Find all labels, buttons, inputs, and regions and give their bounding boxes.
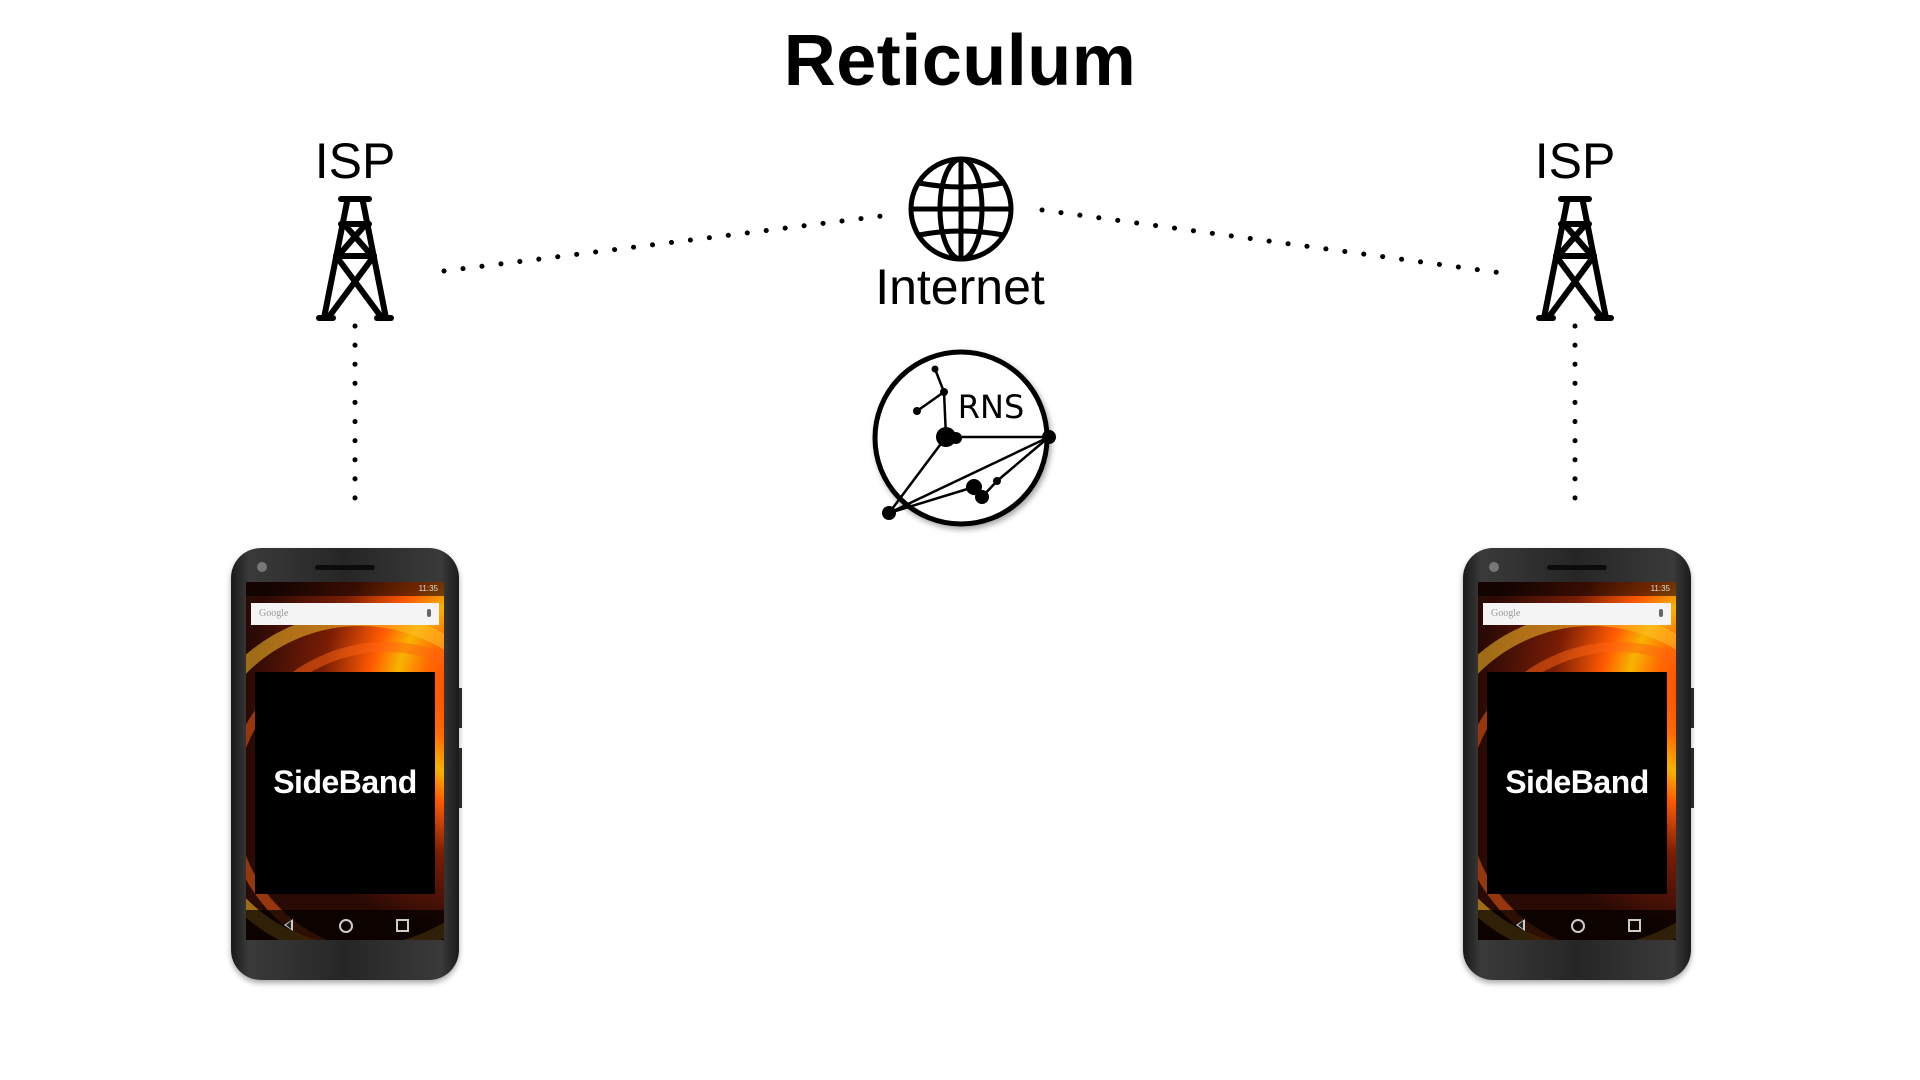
front-camera bbox=[1489, 562, 1499, 572]
recent-apps-icon[interactable] bbox=[396, 919, 409, 932]
volume-button bbox=[459, 688, 462, 728]
status-bar-time: 11:35 bbox=[246, 582, 444, 596]
sideband-app-tile[interactable]: SideBand bbox=[1487, 672, 1667, 894]
internet-label: Internet bbox=[875, 259, 1045, 315]
search-placeholder: Google bbox=[259, 608, 289, 619]
sideband-app-tile[interactable]: SideBand bbox=[255, 672, 435, 894]
phone-right: 11:35 Google SideBand bbox=[1463, 548, 1694, 980]
radio-tower-icon bbox=[1536, 196, 1614, 321]
recent-apps-icon[interactable] bbox=[1628, 919, 1641, 932]
home-icon[interactable] bbox=[339, 919, 353, 933]
isp-right-label: ISP bbox=[1534, 133, 1616, 189]
rns-logo-text: RNS bbox=[958, 388, 1024, 426]
back-icon[interactable] bbox=[1516, 919, 1525, 931]
phone-screen: 11:35 Google SideBand bbox=[246, 582, 444, 940]
app-label: SideBand bbox=[273, 764, 417, 800]
mic-icon[interactable] bbox=[1659, 609, 1663, 617]
search-bar[interactable]: Google bbox=[1483, 603, 1671, 625]
nav-bar bbox=[1478, 910, 1676, 940]
power-button bbox=[459, 748, 462, 808]
radio-tower-icon bbox=[316, 196, 394, 321]
front-camera bbox=[257, 562, 267, 572]
phone-left: 11:35 Google SideBand bbox=[231, 548, 462, 980]
earpiece-speaker bbox=[315, 565, 375, 570]
isp-left-label: ISP bbox=[314, 133, 396, 189]
globe-icon bbox=[908, 156, 1014, 262]
mic-icon[interactable] bbox=[427, 609, 431, 617]
app-label: SideBand bbox=[1505, 764, 1649, 800]
power-button bbox=[1691, 748, 1694, 808]
earpiece-speaker bbox=[1547, 565, 1607, 570]
rns-network-logo: RNS bbox=[872, 349, 1056, 527]
phone-screen: 11:35 Google SideBand bbox=[1478, 582, 1676, 940]
nav-bar bbox=[246, 910, 444, 940]
status-bar-time: 11:35 bbox=[1478, 582, 1676, 596]
page-title: Reticulum bbox=[783, 21, 1137, 101]
back-icon[interactable] bbox=[284, 919, 293, 931]
home-icon[interactable] bbox=[1571, 919, 1585, 933]
search-placeholder: Google bbox=[1491, 608, 1521, 619]
search-bar[interactable]: Google bbox=[251, 603, 439, 625]
link-internet-isp-right bbox=[1039, 207, 1505, 276]
volume-button bbox=[1691, 688, 1694, 728]
